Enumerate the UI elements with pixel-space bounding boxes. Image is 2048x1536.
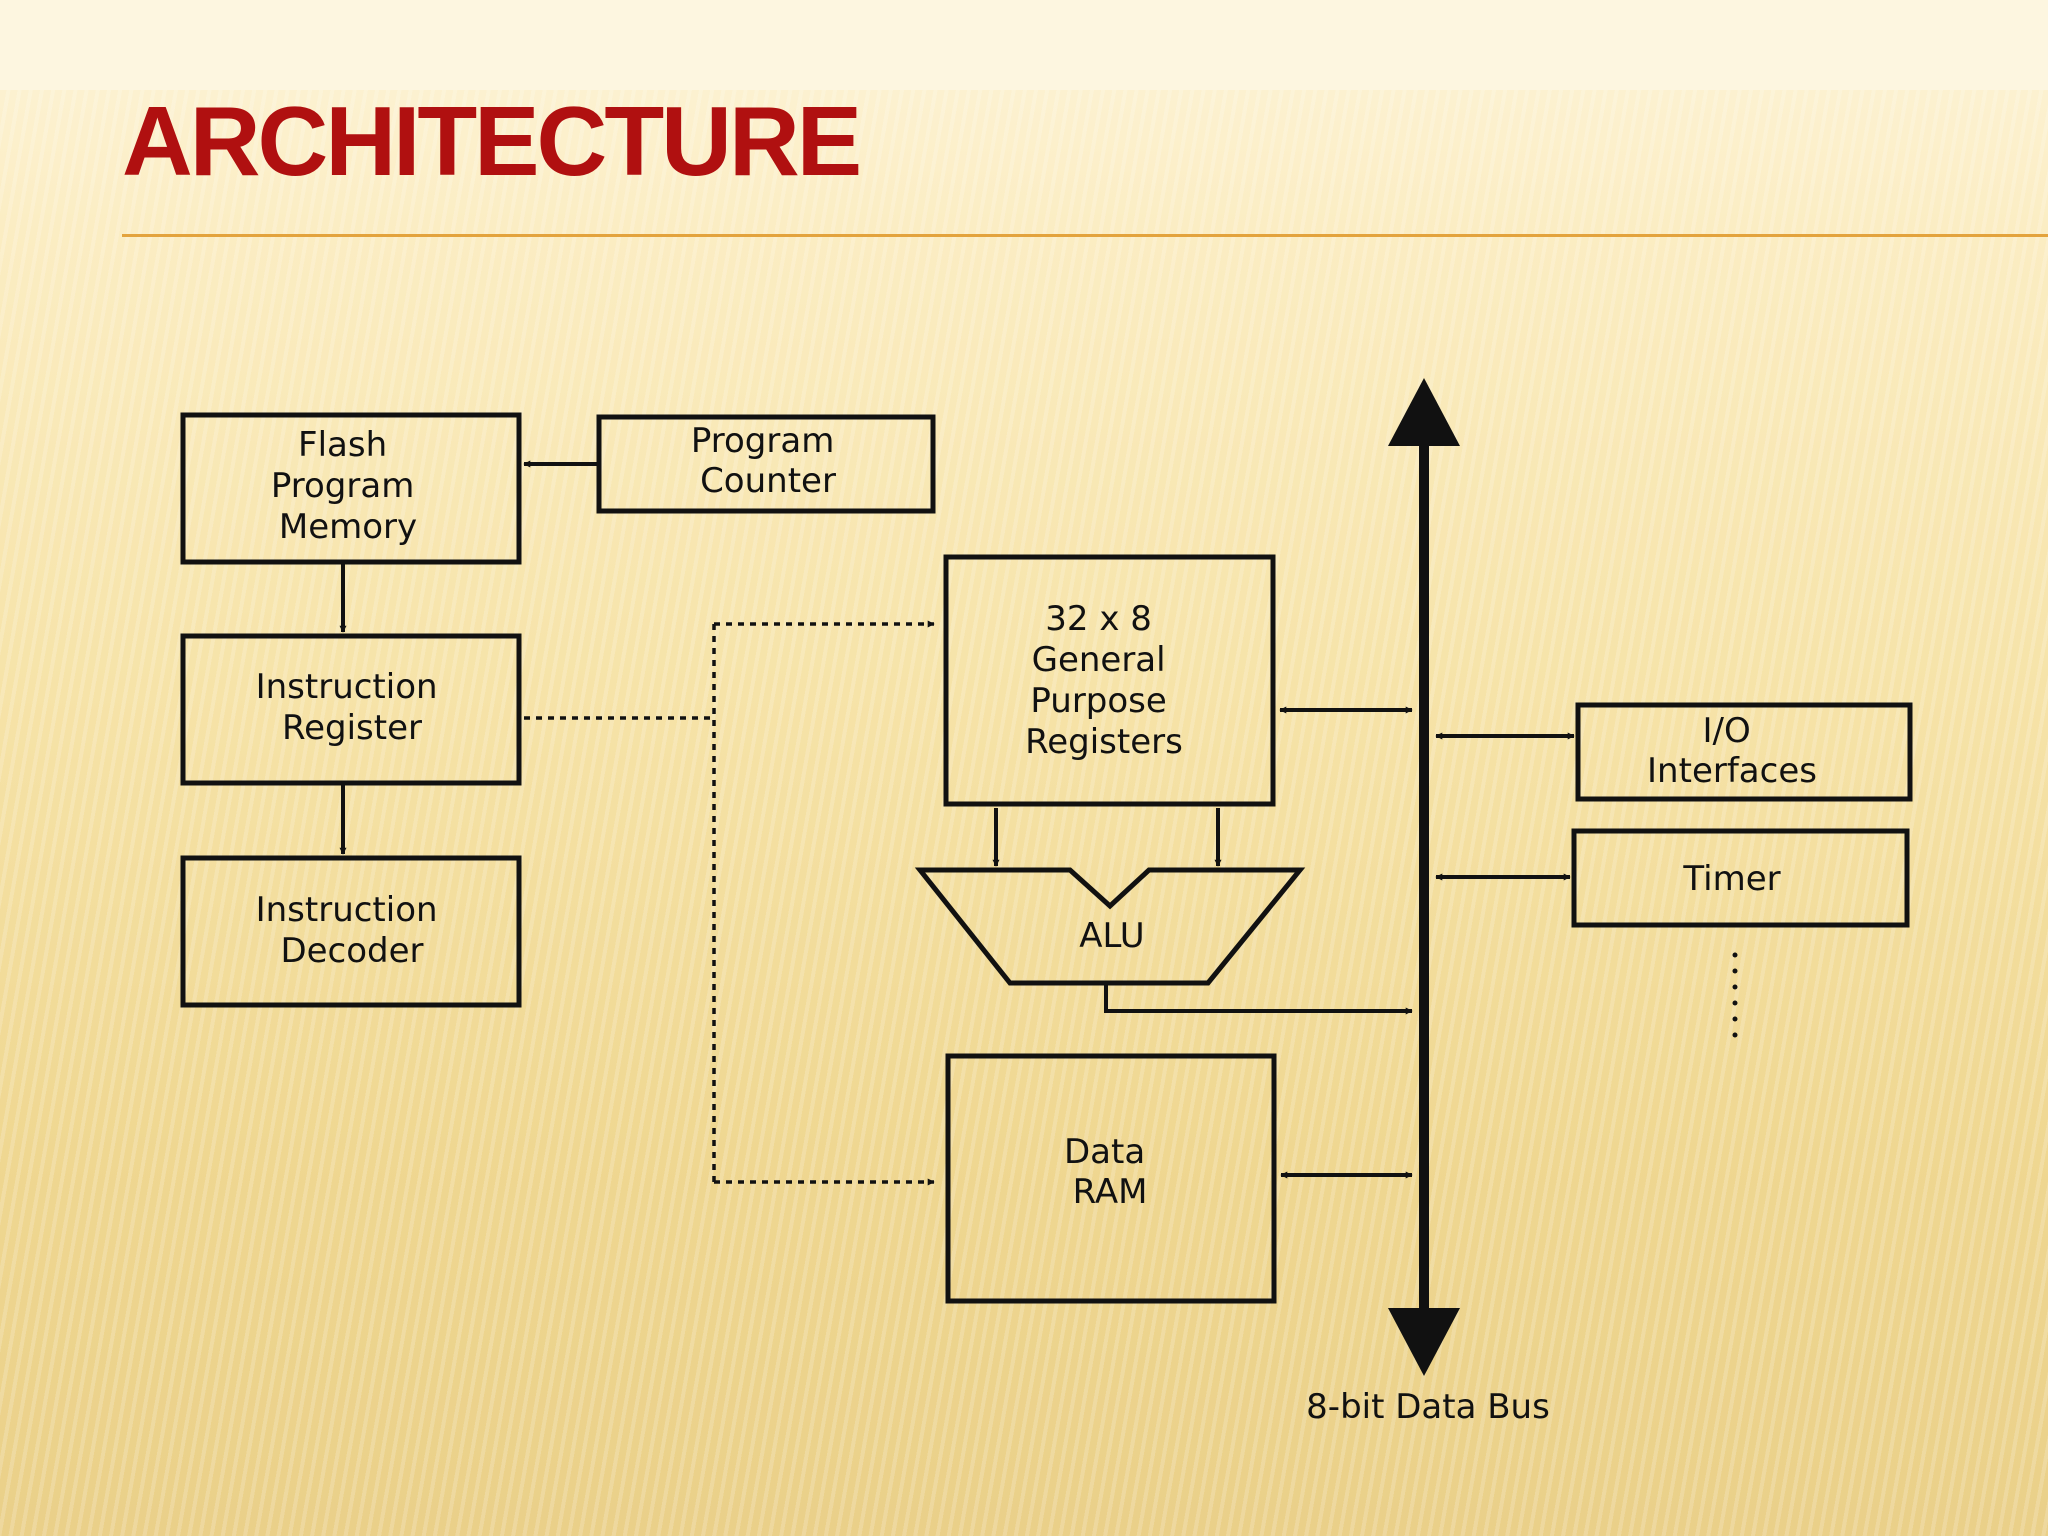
slide-header-band	[0, 0, 2048, 90]
instruction-decoder-block: Instruction Decoder	[180, 855, 522, 1008]
data-ram-block: Data RAM	[945, 1053, 1277, 1304]
slide-title: ARCHITECTURE	[122, 86, 862, 196]
title-divider	[122, 234, 2048, 237]
more-peripherals-ellipsis	[1732, 952, 1738, 1038]
timer-block: Timer	[1571, 828, 1910, 928]
svg-text:I/O Interfaces: I/O Interfaces	[1647, 711, 1817, 791]
general-purpose-registers-block: 32 x 8 General Purpose Registers	[943, 554, 1276, 807]
svg-text:Instruction Register: Instruction Register	[256, 667, 449, 748]
svg-text:Instruction Decoder: Instruction Decoder	[256, 890, 449, 971]
data-bus-label: 8-bit Data Bus	[1306, 1387, 1550, 1427]
svg-text:Flash Program Memo: Flash Program Memory	[271, 425, 425, 547]
alu-block: ALU	[914, 867, 1306, 986]
control-paths-dotted	[524, 620, 935, 1186]
flash-program-memory-block: Flash Program Memory	[180, 412, 522, 565]
data-bus: 8-bit Data Bus	[1306, 378, 1550, 1427]
svg-text:ALU: ALU	[1079, 916, 1144, 956]
svg-text:32 x 8 General Pur: 32 x 8 General Purpose Registers	[1025, 599, 1183, 762]
instruction-register-block: Instruction Register	[180, 633, 522, 786]
arrow-alu-to-bus	[1104, 985, 1413, 1015]
svg-text:Program Counter: Program Counter	[691, 421, 845, 501]
svg-text:Timer: Timer	[1682, 859, 1780, 899]
io-interfaces-block: I/O Interfaces	[1575, 702, 1913, 802]
program-counter-block: Program Counter	[596, 414, 936, 514]
svg-text:Data RAM: Data RAM	[1064, 1132, 1156, 1212]
